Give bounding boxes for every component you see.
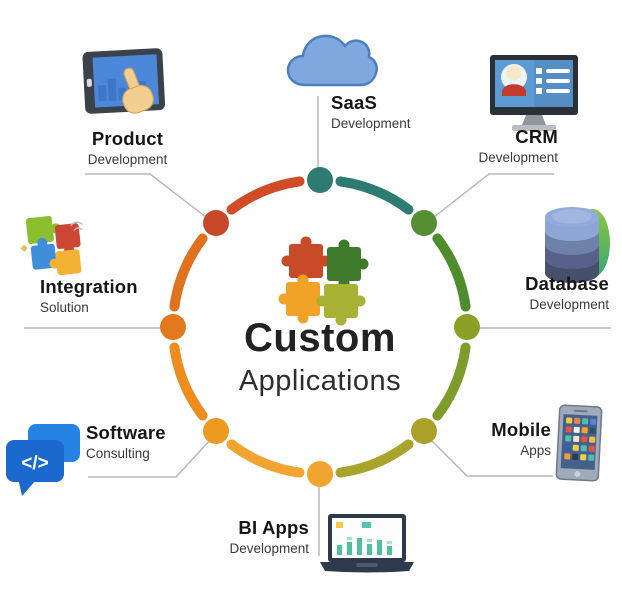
ring-segment (432, 233, 471, 312)
ring-node-right (454, 314, 480, 340)
app-grid (564, 417, 597, 461)
label-software-sub: Consulting (86, 445, 150, 461)
laptop-chart-icon (320, 514, 414, 573)
label-product-title: Product (91, 128, 164, 149)
cloud-icon (286, 34, 378, 87)
ring-segment (432, 342, 471, 421)
puzzle-amber (286, 282, 320, 316)
tablet-touch-icon (82, 48, 166, 114)
hand-cursor (122, 67, 154, 114)
label-biapps-sub: Development (229, 540, 309, 556)
ring-segment (169, 342, 208, 421)
connector-bottom-right (428, 437, 553, 477)
smartphone-apps-icon (555, 404, 603, 482)
label-saas: SaaS Development (331, 92, 471, 131)
label-integration: Integration Solution (40, 276, 190, 315)
puzzle-olive (324, 284, 358, 318)
center-title: Custom Applications (170, 318, 470, 398)
center-title-sub: Applications (238, 365, 402, 397)
ring-node-bottom-right (411, 418, 437, 444)
label-saas-sub: Development (331, 115, 411, 131)
ring-segment (226, 439, 305, 478)
label-mobile: Mobile Apps (420, 419, 551, 458)
ring-node-bottom (307, 461, 333, 487)
ring-segment (335, 176, 414, 215)
label-crm-title: CRM (515, 126, 558, 147)
ring-node-top (307, 167, 333, 193)
label-software: Software Consulting (86, 422, 226, 461)
label-crm: CRM Development (420, 126, 558, 165)
ring-nodes (160, 167, 480, 487)
ring-segments (169, 176, 471, 478)
label-biapps-title: BI Apps (238, 517, 309, 538)
label-database-title: Database (525, 273, 609, 294)
label-product: Product Development (55, 128, 200, 167)
ring-node-top-right (411, 210, 437, 236)
label-software-title: Software (86, 422, 166, 443)
ring-node-bottom-left (203, 418, 229, 444)
code-glyph: </> (21, 453, 48, 474)
puzzle-red (289, 244, 323, 278)
label-database: Database Development (460, 273, 609, 312)
puzzle-pieces-icon (278, 236, 369, 326)
ring-segment (335, 439, 414, 478)
code-chat-bubbles-icon: </> (6, 424, 80, 496)
ring-node-top-left (203, 210, 229, 236)
label-biapps: BI Apps Development (160, 517, 309, 556)
label-mobile-title: Mobile (491, 419, 551, 440)
connector-lines (24, 96, 611, 556)
connector-top-right (428, 173, 554, 222)
label-mobile-sub: Apps (520, 442, 551, 458)
label-crm-sub: Development (478, 149, 558, 165)
ring-segment (169, 233, 208, 312)
puzzle-green (327, 247, 361, 281)
ring-segment (226, 176, 305, 215)
crm-monitor-icon (490, 55, 578, 131)
label-integration-title: Integration (40, 276, 138, 297)
label-saas-title: SaaS (331, 92, 378, 113)
ring-node-left (160, 314, 186, 340)
label-integration-sub: Solution (40, 299, 89, 315)
label-product-sub: Development (87, 151, 168, 167)
label-database-sub: Development (529, 296, 609, 312)
database-cylinder-icon (545, 207, 610, 283)
integration-puzzle-icon (20, 216, 84, 276)
connector-bottom-left (88, 437, 213, 478)
connector-top-left (85, 173, 212, 222)
center-title-main: Custom (244, 316, 396, 360)
